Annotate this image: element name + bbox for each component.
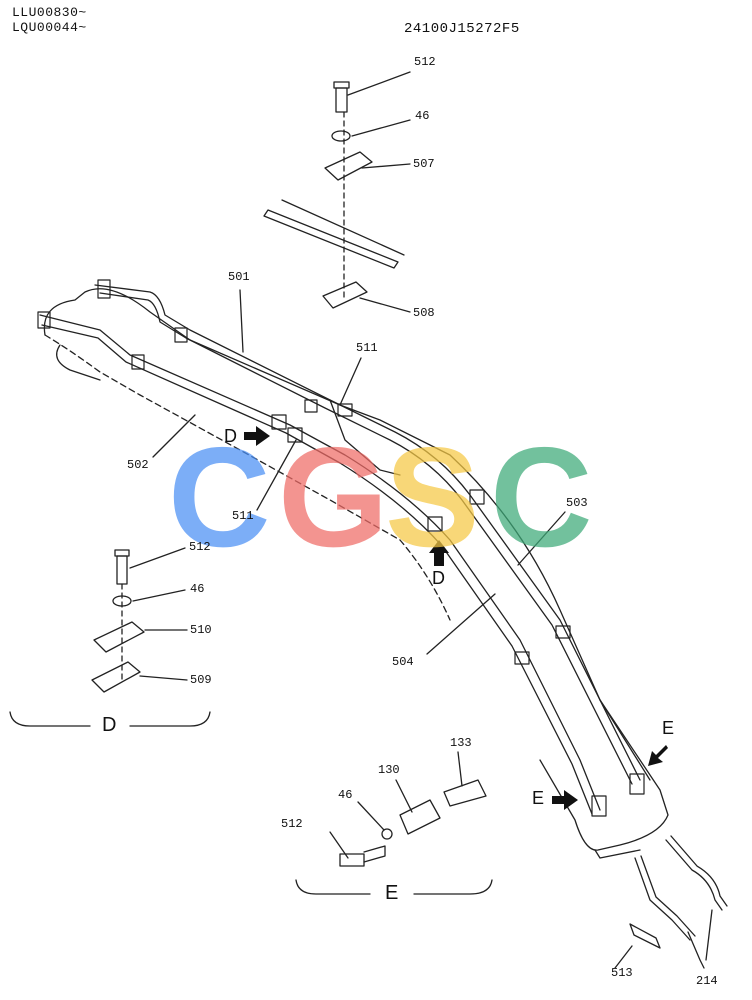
- label-509: 509: [190, 673, 212, 687]
- hose-501: [94, 284, 641, 785]
- label-513: 513: [611, 966, 633, 980]
- section-d-parts: [9, 547, 211, 727]
- serial-range-2: LQU00044~: [12, 20, 87, 35]
- watermark-letter-s: S: [385, 418, 480, 577]
- label-46-d: 46: [190, 582, 205, 596]
- view-marker-e-right: E: [662, 718, 675, 738]
- label-511-mid: 511: [232, 509, 254, 523]
- label-504: 504: [392, 655, 414, 669]
- watermark-letter-c1: C: [168, 418, 271, 577]
- part-513: [614, 923, 661, 969]
- label-512-e: 512: [281, 817, 303, 831]
- arrow-d-left: [244, 426, 270, 446]
- view-marker-e-left: E: [532, 788, 545, 808]
- label-46-top: 46: [415, 109, 430, 123]
- clamps: [37, 279, 645, 817]
- watermark-letter-g: G: [278, 418, 389, 577]
- watermark-letter-c2: C: [490, 418, 593, 577]
- serial-range-1: LLU00830~: [12, 5, 87, 20]
- arrow-e-left: [552, 790, 578, 810]
- label-46-e: 46: [338, 788, 353, 802]
- section-caption-d: D: [102, 714, 117, 736]
- label-512-top: 512: [414, 55, 436, 69]
- section-caption-e: E: [385, 882, 399, 904]
- boom-outline: [43, 288, 669, 859]
- document-code: 24100J15272F5: [404, 21, 520, 37]
- arrow-e-right: [648, 745, 668, 766]
- label-502: 502: [127, 458, 149, 472]
- label-511-top: 511: [356, 341, 378, 355]
- label-510: 510: [190, 623, 212, 637]
- view-marker-d-left: D: [224, 426, 237, 446]
- label-507: 507: [413, 157, 435, 171]
- label-214: 214: [696, 974, 718, 988]
- arrow-d-lower: [429, 540, 449, 566]
- label-508: 508: [413, 306, 435, 320]
- short-hoses-214: [634, 835, 728, 969]
- label-130: 130: [378, 763, 400, 777]
- top-clamp-set: [263, 71, 411, 313]
- label-501: 501: [228, 270, 250, 284]
- label-133: 133: [450, 736, 472, 750]
- view-marker-d-lower: D: [432, 568, 445, 588]
- label-512-d: 512: [189, 540, 211, 554]
- view-arrows: [244, 426, 668, 810]
- leaders: [152, 289, 566, 655]
- section-e-parts: [295, 751, 493, 895]
- label-503: 503: [566, 496, 588, 510]
